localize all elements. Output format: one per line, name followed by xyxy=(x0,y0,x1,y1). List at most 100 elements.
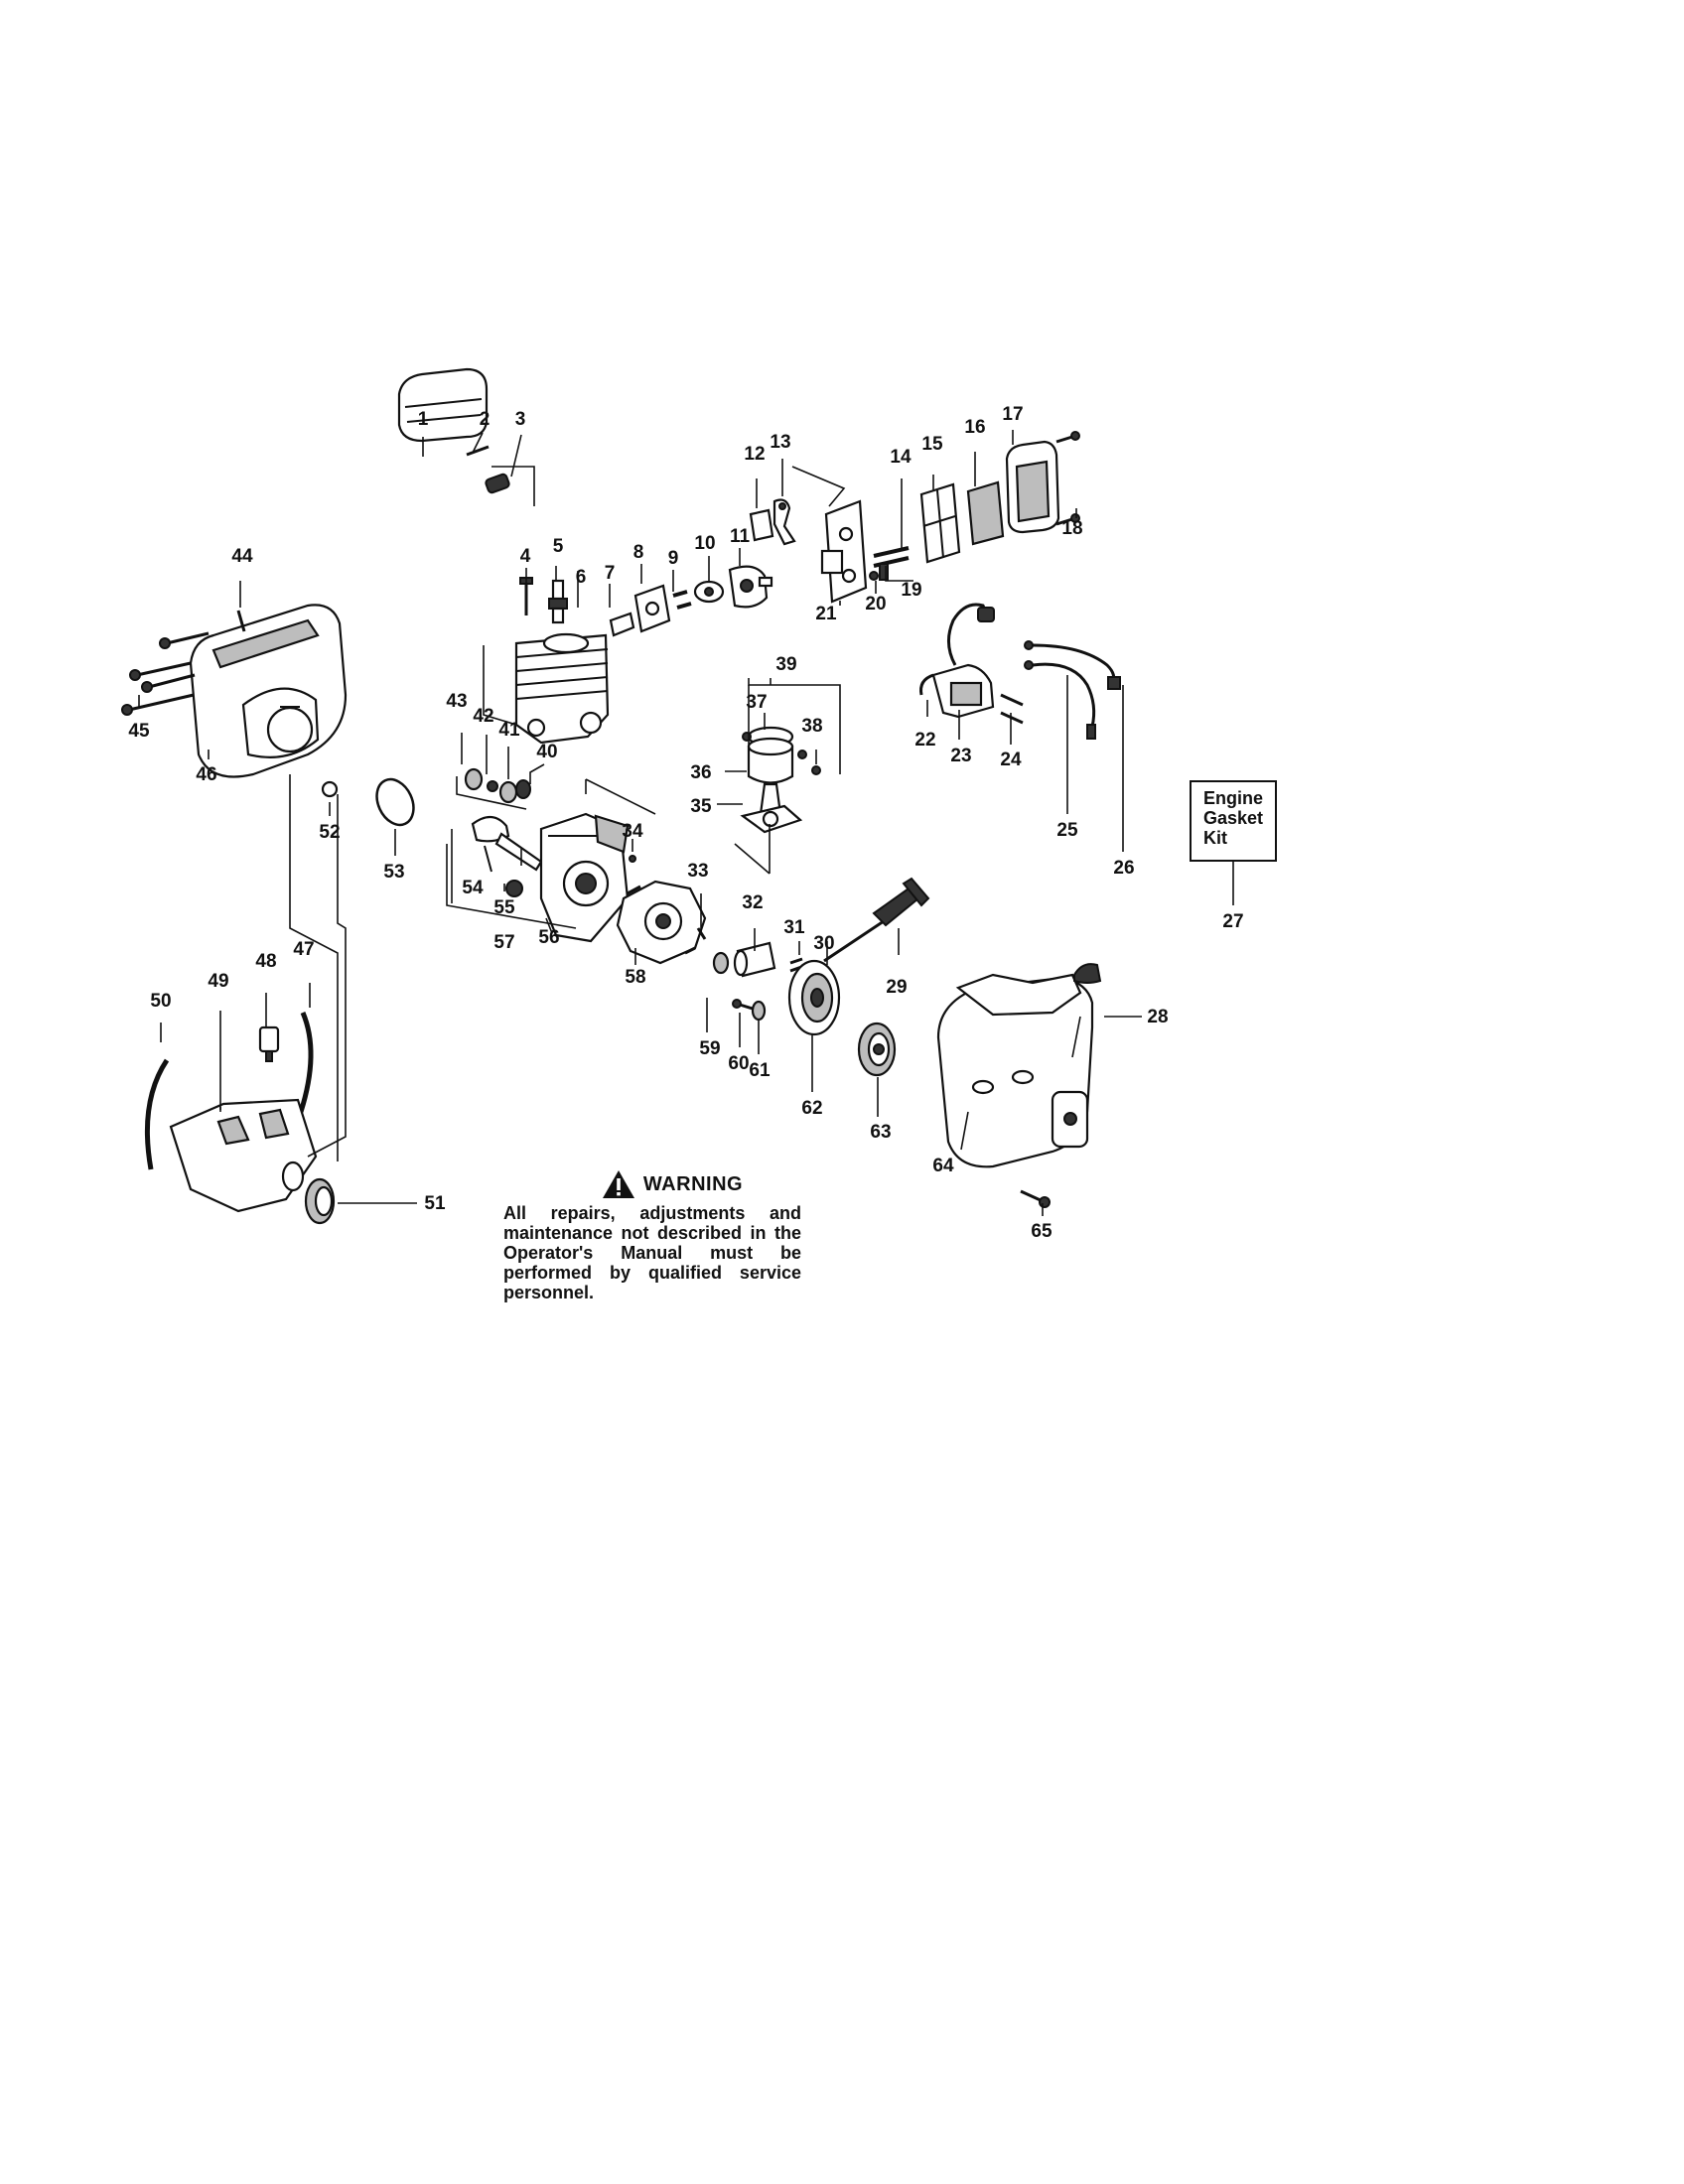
callout-2: 2 xyxy=(480,409,491,430)
part-bearings xyxy=(464,767,531,804)
callout-59: 59 xyxy=(699,1038,720,1059)
callout-13: 13 xyxy=(770,432,790,453)
part-insulator xyxy=(633,584,671,633)
part-knob xyxy=(1073,963,1102,984)
callout-39: 39 xyxy=(775,654,796,675)
part-base-gasket xyxy=(740,804,803,834)
part-fuel-filter xyxy=(258,1025,280,1062)
warning-text: All repairs, adjustments and maintenance… xyxy=(503,1203,801,1302)
part-sleeve xyxy=(733,941,776,978)
callout-28: 28 xyxy=(1147,1007,1168,1027)
part-fuel-line-50 xyxy=(144,1058,170,1170)
part-washer-20 xyxy=(869,571,879,581)
part-gasket-10 xyxy=(693,580,725,604)
part-starter-handle xyxy=(872,877,930,927)
callout-12: 12 xyxy=(744,444,765,465)
callout-33: 33 xyxy=(687,861,708,882)
part-fuel-line-47 xyxy=(298,1012,314,1113)
part-fuel-cap xyxy=(304,1177,336,1225)
warning-header: WARNING xyxy=(503,1169,801,1199)
callout-27: 27 xyxy=(1222,911,1243,932)
callout-43: 43 xyxy=(446,691,467,712)
callout-15: 15 xyxy=(921,434,943,455)
gasket-kit-line-2: Gasket xyxy=(1203,808,1264,828)
callout-49: 49 xyxy=(208,971,228,992)
callout-23: 23 xyxy=(950,746,971,766)
callout-54: 54 xyxy=(462,878,484,898)
callout-46: 46 xyxy=(196,764,216,785)
callout-50: 50 xyxy=(150,991,171,1012)
callout-4: 4 xyxy=(520,546,531,567)
part-starter-rope xyxy=(823,919,885,963)
callout-62: 62 xyxy=(801,1098,822,1119)
part-screw-60 xyxy=(732,999,754,1011)
callout-65: 65 xyxy=(1031,1221,1052,1242)
gasket-kit-box: Engine Gasket Kit xyxy=(1190,780,1277,862)
part-nut-55 xyxy=(505,880,523,897)
part-recoil-spring xyxy=(857,1022,897,1077)
part-air-filter-base xyxy=(820,499,868,604)
part-o-ring xyxy=(375,777,415,827)
part-lever xyxy=(772,498,796,546)
callout-38: 38 xyxy=(801,716,822,737)
part-spark-plug xyxy=(548,579,568,624)
warning-notice: WARNING All repairs, adjustments and mai… xyxy=(503,1169,801,1302)
callout-32: 32 xyxy=(742,892,763,913)
part-gasket-7 xyxy=(609,612,635,637)
part-screws-18 xyxy=(1055,431,1080,526)
callout-35: 35 xyxy=(690,796,712,817)
callout-7: 7 xyxy=(605,563,616,584)
callout-5: 5 xyxy=(553,536,564,557)
callout-8: 8 xyxy=(633,542,644,563)
leader-lines xyxy=(138,430,1234,1216)
part-screws-9 xyxy=(672,590,692,610)
part-fuel-line xyxy=(1024,660,1096,740)
callout-37: 37 xyxy=(746,692,767,713)
part-ignition-module xyxy=(919,603,995,719)
gasket-kit-line-3: Kit xyxy=(1203,828,1227,848)
part-filter-cover xyxy=(1005,440,1060,534)
callout-25: 25 xyxy=(1056,820,1078,841)
callout-31: 31 xyxy=(783,917,805,938)
callout-41: 41 xyxy=(498,720,520,741)
part-pin-34 xyxy=(629,855,636,863)
part-key xyxy=(696,927,707,940)
part-carburetor xyxy=(728,565,773,609)
part-pin xyxy=(466,445,490,457)
callout-3: 3 xyxy=(515,409,526,430)
part-flywheel xyxy=(616,880,707,965)
part-filter-screen xyxy=(919,482,961,564)
callout-14: 14 xyxy=(890,447,912,468)
callout-44: 44 xyxy=(231,546,253,567)
callout-48: 48 xyxy=(255,951,276,972)
part-muffler-cover xyxy=(397,367,489,443)
callout-29: 29 xyxy=(886,977,907,998)
callout-26: 26 xyxy=(1113,858,1134,879)
callout-21: 21 xyxy=(815,604,837,624)
callout-34: 34 xyxy=(622,821,643,842)
part-collar-19 xyxy=(879,563,889,581)
part-screws-45 xyxy=(121,631,210,716)
callout-19: 19 xyxy=(901,580,921,601)
part-screw-65 xyxy=(1020,1189,1051,1208)
callout-10: 10 xyxy=(694,533,715,554)
callout-47: 47 xyxy=(293,939,314,960)
part-screws-24 xyxy=(1000,693,1024,725)
callout-9: 9 xyxy=(668,548,679,569)
callout-42: 42 xyxy=(473,706,493,727)
part-crankshaft xyxy=(471,815,543,873)
part-piston-assembly xyxy=(742,726,821,816)
callout-52: 52 xyxy=(319,822,340,843)
callout-60: 60 xyxy=(728,1053,749,1074)
callout-18: 18 xyxy=(1061,518,1082,539)
callout-6: 6 xyxy=(576,567,587,588)
part-washer-61 xyxy=(751,1000,767,1022)
callout-58: 58 xyxy=(625,967,645,988)
callout-63: 63 xyxy=(870,1122,891,1143)
part-crankcase xyxy=(539,812,630,943)
callout-11: 11 xyxy=(730,526,751,547)
part-air-filter xyxy=(966,480,1005,546)
callout-numbers: 1 2 3 4 5 6 7 8 9 10 11 12 13 14 15 16 1… xyxy=(128,404,1243,1242)
callout-55: 55 xyxy=(493,897,515,918)
